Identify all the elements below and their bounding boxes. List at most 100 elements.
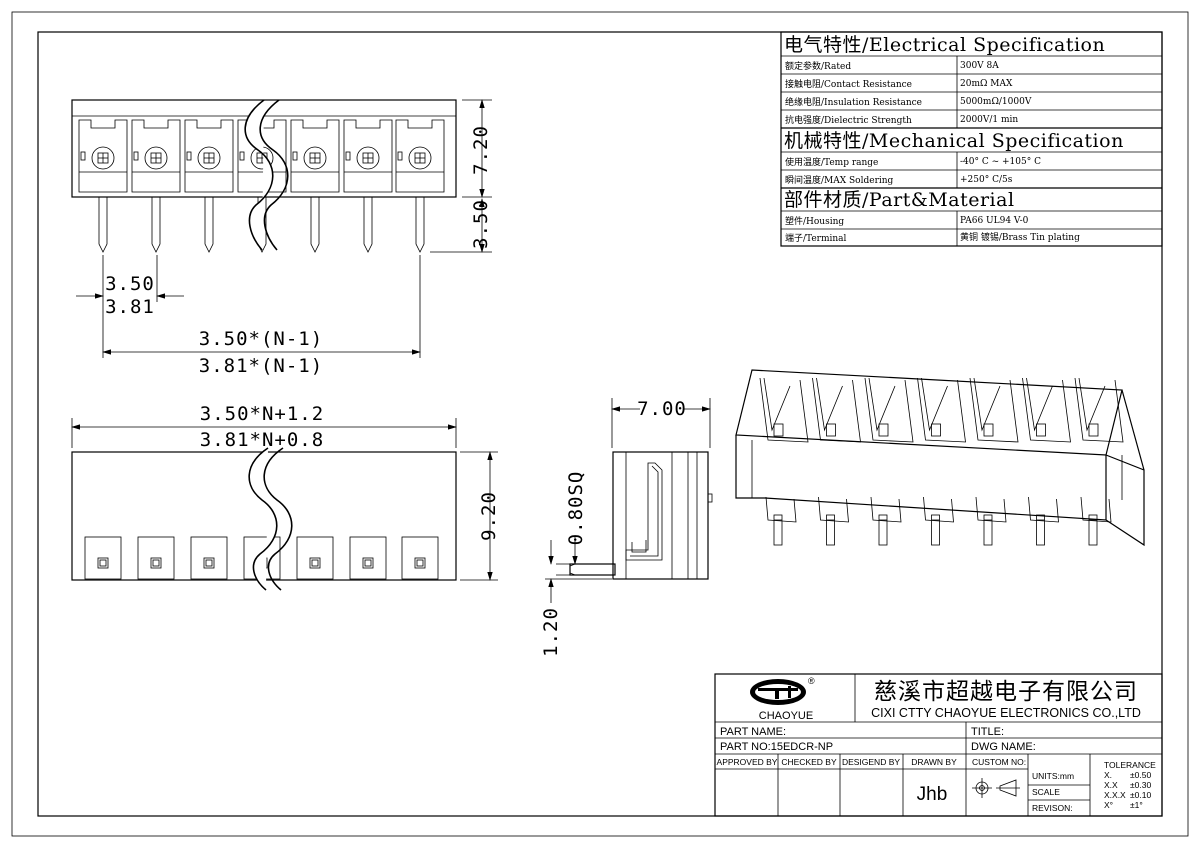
spec-label: 使用温度/Temp range [785, 156, 878, 168]
top-view-position [290, 119, 340, 253]
spec-value: -40° C ~ +105° C [960, 157, 1041, 167]
tolerance-value: ±0.30 [1130, 780, 1151, 790]
tolerance-value: ±0.50 [1130, 770, 1151, 780]
tolerance-value: ±0.10 [1130, 790, 1151, 800]
spec-table: 电气特性/Electrical Specification 额定参数/Rated… [780, 31, 1163, 247]
spec-label: 端子/Terminal [785, 232, 847, 244]
dim-pin-square: 0.80SQ [565, 471, 587, 546]
spec-label: 接触电阻/Contact Resistance [785, 78, 912, 90]
dim-pitch-a: 3.50 [105, 273, 155, 295]
dim-height-top: 7.20 [470, 125, 492, 175]
iso-pin [826, 514, 835, 546]
tolerance-title: TOLERANCE [1104, 760, 1156, 770]
dim-span-a: 3.50*(N-1) [199, 328, 323, 350]
approved-by-label: APPROVED BY [717, 757, 778, 767]
mechanical-spec-title: 机械特性/Mechanical Specification [784, 130, 1124, 152]
part-no-label: PART NO:15EDCR-NP [720, 741, 833, 753]
pin [363, 197, 373, 253]
tolerance-key: X.X [1104, 780, 1118, 790]
electrical-spec-title: 电气特性/Electrical Specification [784, 34, 1105, 56]
front-view-opening [84, 536, 122, 580]
front-view-opening [349, 536, 387, 580]
pin [151, 197, 161, 253]
spec-value: +250° C/5s [960, 175, 1013, 185]
tolerance-key: X. [1104, 770, 1112, 780]
front-view-opening [190, 536, 228, 580]
revision-label: REVISON: [1032, 803, 1073, 813]
dim-total-a: 3.50*N+1.2 [200, 403, 324, 425]
spec-label: 额定参数/Rated [785, 60, 851, 72]
tolerance-key: X.X.X [1104, 790, 1126, 800]
iso-position [969, 377, 1019, 546]
dim-front-height: 9.20 [478, 491, 500, 541]
iso-position [759, 377, 809, 546]
tolerance-value: ±1° [1130, 800, 1143, 810]
screw-head-icon [91, 146, 115, 170]
custom-no-label: CUSTOM NO: [972, 757, 1026, 767]
iso-position [812, 377, 861, 546]
top-view [71, 99, 457, 253]
iso-pin [878, 514, 888, 546]
isometric-view [735, 369, 1145, 547]
pitch-dimension: 3.50 3.81 3.50*(N-1) 3.81*(N-1) [76, 255, 421, 377]
tolerance-key: X° [1104, 800, 1113, 810]
top-view-position [395, 119, 445, 253]
spec-value: 黄铜 镀锡/Brass Tin plating [960, 231, 1080, 243]
spec-label: 绝缘电阻/Insulation Resistance [785, 96, 922, 108]
material-spec-title: 部件材质/Part&Material [784, 189, 1015, 211]
title-label: TITLE: [971, 726, 1004, 738]
top-view-position [343, 119, 393, 253]
drawn-by-value: Jhb [917, 784, 948, 805]
side-view: 7.00 0.80SQ 1.20 [540, 398, 713, 657]
designed-by-label: DESIGEND BY [842, 757, 900, 767]
dim-pin-length: 3.50 [470, 199, 492, 249]
iso-position [917, 377, 966, 546]
top-view-position [131, 119, 181, 253]
front-view-opening [401, 536, 439, 580]
pin [98, 197, 108, 253]
spec-value: 5000mΩ/1000V [960, 97, 1032, 107]
drawn-by-label: DRAWN BY [911, 757, 957, 767]
checked-by-label: CHECKED BY [781, 757, 837, 767]
dim-side-depth: 7.00 [637, 398, 687, 420]
screw-head-icon [356, 146, 380, 170]
screw-head-icon [408, 146, 432, 170]
spec-value: 2000V/1 min [960, 115, 1018, 125]
scale-label: SCALE [1032, 787, 1060, 797]
spec-value: 20mΩ MAX [960, 79, 1013, 89]
iso-pin [773, 514, 783, 546]
front-view-opening [296, 536, 334, 580]
iso-position [864, 377, 914, 546]
break-line-front [248, 447, 278, 591]
dim-total-b: 3.81*N+0.8 [200, 429, 324, 451]
projection-symbol-icon [972, 778, 1020, 798]
front-view-opening [137, 536, 175, 580]
pin [204, 197, 214, 253]
dim-span-b: 3.81*(N-1) [199, 355, 323, 377]
break-line-top [244, 99, 274, 251]
iso-pin [1088, 514, 1098, 546]
screw-head-icon [197, 146, 221, 170]
spec-label: 瞬间温度/MAX Soldering [785, 174, 894, 186]
screw-head-icon [303, 146, 327, 170]
units-label: UNITS:mm [1032, 771, 1074, 781]
top-view-position [78, 119, 128, 253]
top-view-vertical-dims: 7.20 3.50 [430, 99, 492, 253]
spec-value: 300V 8A [960, 61, 999, 71]
iso-pin [931, 514, 940, 546]
screw-head-icon [144, 146, 168, 170]
spec-label: 塑件/Housing [785, 215, 844, 227]
company-name-cn: 慈溪市超越电子有限公司 [874, 679, 1138, 705]
inner-border [37, 31, 1163, 817]
front-view: 3.50*N+1.2 3.81*N+0.8 9.20 [71, 403, 500, 591]
company-name-en: CIXI CTTY CHAOYUE ELECTRONICS CO.,LTD [871, 706, 1141, 720]
spec-label: 抗电强度/Dielectric Strength [785, 114, 912, 126]
pin [310, 197, 320, 253]
dwg-name-label: DWG NAME: [971, 741, 1036, 753]
dim-pin-offset: 1.20 [540, 607, 562, 657]
outer-border [11, 11, 1189, 837]
dim-pitch-b: 3.81 [105, 296, 155, 318]
iso-pin [1036, 514, 1045, 546]
top-view-position [184, 119, 234, 253]
